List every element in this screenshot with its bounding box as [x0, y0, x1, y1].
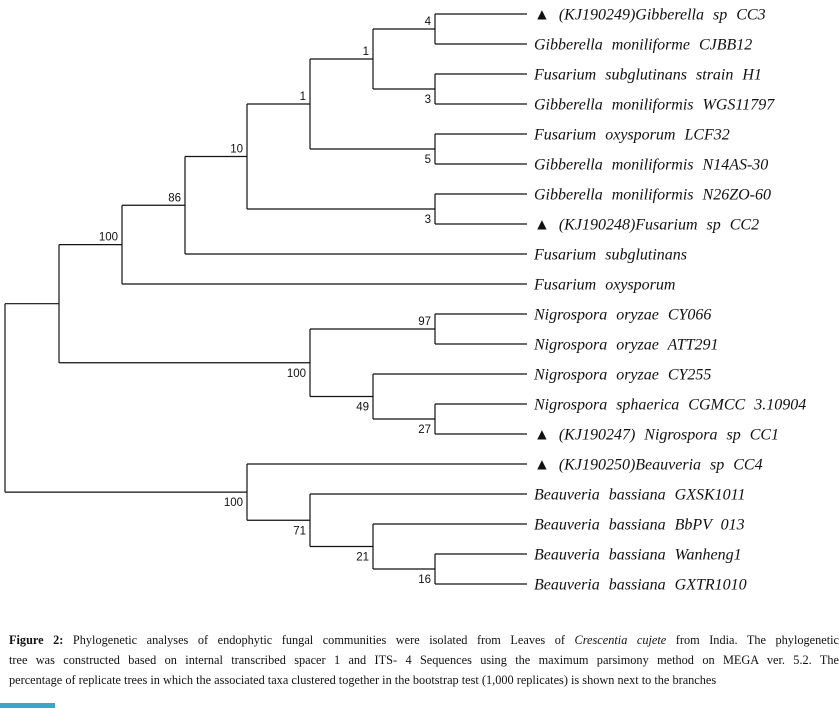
- caption-text-1a: Phylogenetic analyses of endophytic fung…: [63, 633, 575, 647]
- taxon-label-marked: ▲ (KJ190250)Beauveria sp CC4: [534, 457, 763, 474]
- taxon-label: Beauveria bassiana BbPV 013: [534, 517, 745, 534]
- bootstrap-value: 27: [418, 424, 431, 436]
- figure-caption: Figure 2: Phylogenetic analyses of endop…: [9, 630, 839, 690]
- bootstrap-value: 100: [224, 497, 243, 509]
- taxon-label: Beauveria bassiana GXTR1010: [534, 577, 747, 594]
- caption-text-1b: from India. The phylogenetic: [666, 633, 839, 647]
- bootstrap-value: 86: [168, 192, 181, 204]
- taxon-label: Nigrospora sphaerica CGMCC 3.10904: [533, 397, 806, 414]
- bootstrap-value: 49: [356, 402, 369, 414]
- taxon-label: Fusarium subglutinans: [533, 247, 687, 264]
- taxon-label: Beauveria bassiana GXSK1011: [534, 487, 745, 504]
- species-name-italic: Crescentia cujete: [574, 633, 667, 647]
- bootstrap-value: 3: [425, 214, 431, 226]
- taxon-label: Nigrospora oryzae CY255: [533, 367, 711, 384]
- figure-number-label: Figure 2:: [9, 633, 64, 647]
- taxon-label: Beauveria bassiana Wanheng1: [534, 547, 742, 564]
- bootstrap-value: 100: [287, 368, 306, 380]
- taxon-label: Gibberella moniliformis WGS11797: [534, 97, 775, 114]
- bootstrap-value: 10: [230, 144, 243, 156]
- taxon-label-marked: ▲ (KJ190249)Gibberella sp CC3: [534, 7, 766, 24]
- caption-line-1: Figure 2: Phylogenetic analyses of endop…: [9, 630, 839, 650]
- taxon-label-marked: ▲ (KJ190248)Fusarium sp CC2: [534, 217, 759, 234]
- phylogenetic-tree-svg: ▲ (KJ190249)Gibberella sp CC3Gibberella …: [4, 7, 806, 594]
- bootstrap-value: 1: [363, 46, 369, 58]
- footer-accent-bar: [0, 703, 55, 708]
- bootstrap-value: 4: [425, 16, 432, 28]
- bootstrap-value: 5: [425, 154, 431, 166]
- taxon-label: Gibberella moniliformis N26ZO-60: [534, 187, 771, 204]
- taxon-label: Nigrospora oryzae CY066: [533, 307, 711, 324]
- bootstrap-value: 3: [425, 94, 431, 106]
- taxon-label: Nigrospora oryzae ATT291: [533, 337, 719, 354]
- bootstrap-value: 97: [418, 316, 431, 328]
- taxon-label: Gibberella moniliforme CJBB12: [534, 37, 752, 54]
- taxon-label: Fusarium oxysporum: [533, 277, 675, 294]
- bootstrap-value: 21: [356, 552, 369, 564]
- taxon-label: Fusarium subglutinans strain H1: [533, 67, 762, 84]
- taxon-label: Fusarium oxysporum LCF32: [533, 127, 730, 144]
- bootstrap-value: 16: [418, 574, 431, 586]
- taxon-label: Gibberella moniliformis N14AS-30: [534, 157, 768, 174]
- bootstrap-value: 1: [300, 91, 306, 103]
- bootstrap-value: 71: [293, 525, 306, 537]
- taxon-label-marked: ▲ (KJ190247) Nigrospora sp CC1: [534, 427, 779, 444]
- caption-line-3: percentage of replicate trees in which t…: [9, 673, 717, 687]
- caption-line-2: tree was constructed based on internal t…: [9, 653, 839, 667]
- bootstrap-value: 100: [99, 232, 118, 244]
